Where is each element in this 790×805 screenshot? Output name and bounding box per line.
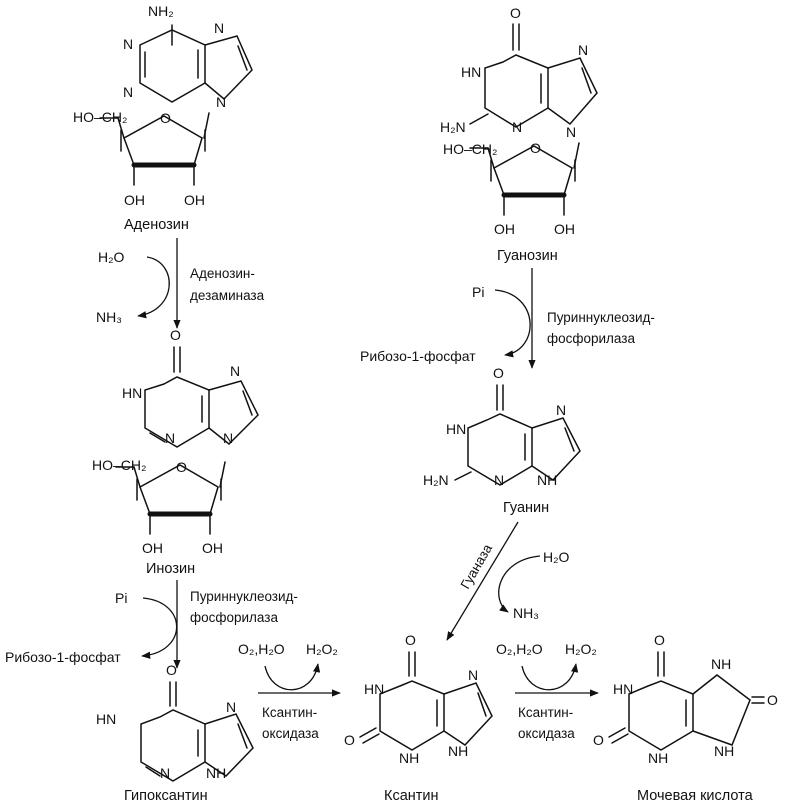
ribose-ring-o: O [160, 110, 171, 126]
label-guanosine: Гуанозин [497, 248, 558, 264]
atom-n3: N [160, 765, 170, 781]
atom-n9: N [216, 94, 226, 110]
atom-n3: N [165, 430, 175, 446]
product-ammonia: NH₃ [513, 605, 539, 621]
product-ammonia: NH₃ [96, 309, 122, 325]
guanosine-structure: O HN H₂N N N N HO–CH₂ OH OH O Гуанозин [440, 5, 598, 264]
reagent-water: H₂O [543, 549, 570, 565]
label-guanine: Гуанин [503, 500, 549, 516]
reagent-oxygen-water: O₂,H₂O [496, 641, 543, 657]
atom-n7: N [578, 42, 588, 58]
label-hypoxanthine: Гипоксантин [124, 788, 208, 804]
atom-n3: N [494, 472, 504, 488]
atom-n1: N [123, 36, 133, 52]
atom-n1-h: HN [122, 385, 142, 401]
reagent-phosphate: Pi [115, 590, 127, 606]
label-uric-acid: Мочевая кислота [637, 788, 754, 804]
reagent-water: H₂O [98, 249, 125, 265]
ribose-ch2oh: HO–CH₂ [73, 109, 127, 125]
amino-group: NH₂ [148, 3, 174, 19]
atom-n7: N [214, 20, 224, 36]
adenosine-structure: NH₂ N N N N HO–CH₂ OH OH O Аденозин [73, 3, 253, 233]
ribose-oh-2: OH [124, 192, 145, 208]
label-adenosine: Аденозин [124, 217, 189, 233]
uric-acid-structure: O O O HN NH NH NH Мочевая кислота [593, 632, 778, 804]
enzyme-xanthine-oxidase-1: Ксантин- [262, 705, 317, 720]
carbonyl-o-2: O [593, 732, 604, 748]
atom-n9-h: NH [448, 743, 468, 759]
atom-n7: N [230, 363, 240, 379]
atom-n1-h: HN [613, 681, 633, 697]
ribose-oh-2: OH [142, 540, 163, 556]
carbonyl-o-6: O [654, 632, 665, 648]
xanthine-oxidation-step: O₂,H₂O H₂O₂ Ксантин- оксидаза [496, 641, 599, 741]
atom-n7: N [468, 667, 478, 683]
atom-n9-h: NH [714, 743, 734, 759]
enzyme-xanthine-oxidase-2: Ксантин- [518, 705, 573, 720]
ribose-oh-3: OH [202, 540, 223, 556]
enzyme-adenosine-deaminase: Аденозин- [190, 266, 255, 281]
ribose-ch2oh: HO–CH₂ [92, 457, 146, 473]
atom-n7: N [226, 699, 236, 715]
inosine-structure: O HN N N N HO–CH₂ OH OH O Инозин [92, 327, 259, 577]
carbonyl-o: O [170, 327, 181, 343]
ribose-ring-o: O [176, 459, 187, 475]
carbonyl-o-6: O [405, 632, 416, 648]
atom-n3: N [512, 119, 522, 135]
atom-n9: N [223, 430, 233, 446]
atom-n1-h: HN [364, 681, 384, 697]
amino-group: H₂N [440, 119, 466, 135]
carbonyl-o: O [493, 365, 504, 381]
amino-group: H₂N [423, 472, 449, 488]
enzyme-guanase: Гуаназа [458, 541, 496, 591]
atom-n7: N [556, 402, 566, 418]
product-ribose-1-phosphate: Рибозо-1-фосфат [360, 348, 476, 364]
xanthine-structure: O O HN NH N NH Ксантин [344, 632, 493, 804]
inosine-phosphorolysis-step: Pi Рибозо-1-фосфат Пуриннуклеозид- фосфо… [5, 580, 298, 669]
label-xanthine: Ксантин [384, 788, 439, 804]
enzyme-xanthine-oxidase-1-cont: оксидаза [262, 726, 319, 741]
carbonyl-o-8: O [767, 692, 778, 708]
atom-n1-h: HN [96, 711, 116, 727]
ribose-oh-2: OH [494, 221, 515, 237]
product-hydrogen-peroxide: H₂O₂ [306, 641, 338, 657]
ribose-oh-3: OH [554, 221, 575, 237]
atom-n9-h: NH [206, 765, 226, 781]
hypoxanthine-oxidation-step: O₂,H₂O H₂O₂ Ксантин- оксидаза [238, 641, 341, 741]
enzyme-pnp-right: Пуриннуклеозид- [547, 310, 655, 325]
ribose-ring-o: O [530, 140, 541, 156]
adenosine-deamination-step: H₂O NH₃ Аденозин- дезаминаза [96, 238, 265, 329]
enzyme-adenosine-deaminase-cont: дезаминаза [190, 288, 265, 303]
atom-n3-h: NH [399, 750, 419, 766]
atom-n3: N [123, 84, 133, 100]
atom-n9: N [566, 124, 576, 140]
guanosine-phosphorolysis-step: Pi Рибозо-1-фосфат Пуриннуклеозид- фосфо… [360, 268, 655, 369]
carbonyl-o: O [166, 662, 177, 678]
label-inosine: Инозин [146, 561, 195, 577]
enzyme-pnp-right-cont: фосфорилаза [547, 331, 635, 346]
carbonyl-o-2: O [344, 732, 355, 748]
product-hydrogen-peroxide: H₂O₂ [565, 641, 597, 657]
ribose-oh-3: OH [184, 192, 205, 208]
carbonyl-o: O [510, 5, 521, 21]
reagent-oxygen-water: O₂,H₂O [238, 641, 285, 657]
atom-n7-h: NH [711, 656, 731, 672]
guanine-structure: O HN H₂N N N NH Гуанин [423, 365, 581, 516]
atom-n1-h: HN [446, 421, 466, 437]
enzyme-xanthine-oxidase-2-cont: оксидаза [518, 726, 575, 741]
product-ribose-1-phosphate: Рибозо-1-фосфат [5, 649, 121, 665]
enzyme-pnp-left-cont: фосфорилаза [190, 610, 278, 625]
atom-n9-h: NH [537, 472, 557, 488]
ribose-ch2oh: HO–CH₂ [443, 141, 497, 157]
atom-n1-h: HN [461, 64, 481, 80]
reagent-phosphate: Pi [472, 284, 484, 300]
enzyme-pnp-left: Пуриннуклеозид- [190, 589, 298, 604]
hypoxanthine-structure: O HN N N NH Гипоксантин [96, 662, 254, 804]
atom-n3-h: NH [648, 750, 668, 766]
guanine-deamination-step: Гуаназа H₂O NH₃ [446, 521, 570, 641]
